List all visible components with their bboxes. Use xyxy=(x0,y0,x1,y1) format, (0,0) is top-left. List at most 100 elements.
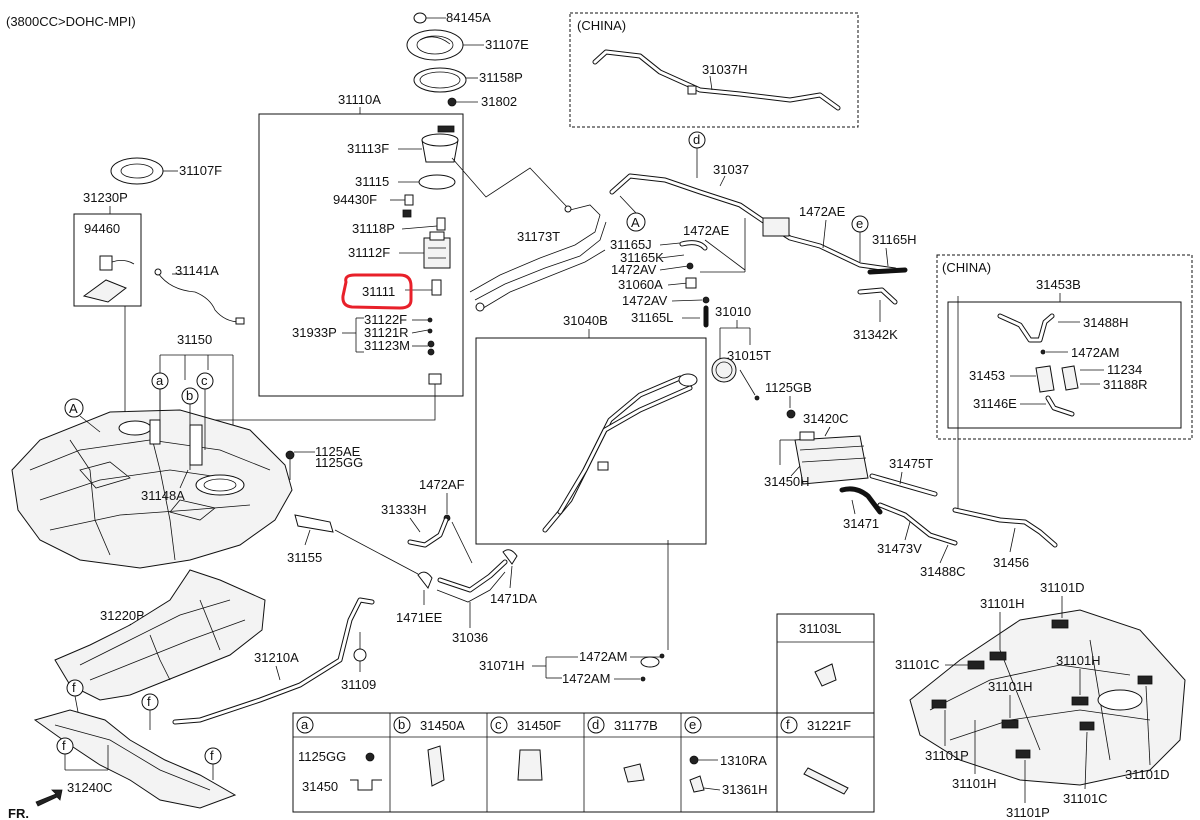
label-1472AE-b: 1472AE xyxy=(799,204,846,219)
callout-f-1-text: f xyxy=(72,680,76,695)
label-1472AM-b: 1472AM xyxy=(579,649,627,664)
label-1471DA: 1471DA xyxy=(490,591,537,606)
label-94430F: 94430F xyxy=(333,192,377,207)
vent-hose-group: 31071H 1472AM 1472AM xyxy=(479,649,665,686)
legend-a-sub1: 1125GG xyxy=(298,749,346,764)
label-31101C-a: 31101C xyxy=(895,657,940,672)
hose-31036 xyxy=(437,559,508,593)
harness-31141A xyxy=(157,272,241,323)
label-31210A: 31210A xyxy=(254,650,299,665)
pump-module-group: 31110A 31113F 31115 94430F 31118P 31112F xyxy=(208,92,569,421)
label-31101D-b: 31101D xyxy=(1125,767,1170,782)
protector-31240C xyxy=(33,709,237,809)
label-31333H: 31333H xyxy=(381,502,427,517)
bracket-31450 xyxy=(350,779,382,791)
cover-31107E xyxy=(406,29,464,61)
label-31111: 31111 xyxy=(362,284,395,299)
label-31146E: 31146E xyxy=(973,396,1017,411)
callout-A-tank xyxy=(64,398,84,418)
label-11234: 11234 xyxy=(1107,362,1142,377)
label-31488H: 31488H xyxy=(1083,315,1129,330)
label-31165H: 31165H xyxy=(872,232,917,247)
label-1125AE: 1125AE xyxy=(315,444,361,459)
china-right-inner-box xyxy=(947,301,1182,429)
label-84145A: 84145A xyxy=(446,10,491,25)
label-31110A: 31110A xyxy=(338,92,381,107)
label-31101H-d: 31101H xyxy=(952,776,997,791)
callout-f-3-text: f xyxy=(62,738,66,753)
bolt-31109 xyxy=(353,648,367,662)
tube-31456 xyxy=(952,507,1058,548)
label-31037H: 31037H xyxy=(702,62,748,77)
callout-f-2-text: f xyxy=(147,694,151,709)
callout-e-line-text: e xyxy=(856,216,863,231)
label-31933P: 31933P xyxy=(292,325,337,340)
filler-group: 31040B 31010 31015T 1125GB xyxy=(475,304,812,650)
label-31188R: 31188R xyxy=(1103,377,1148,392)
callout-c-tank-text: c xyxy=(201,373,208,388)
label-31112F: 31112F xyxy=(348,245,390,260)
label-31456: 31456 xyxy=(993,555,1029,570)
front-arrow-icon xyxy=(35,789,63,807)
china-right-group: (CHINA) 31453B 31488H 1472AM 31453 11234… xyxy=(936,254,1193,440)
label-1472AM-c: 1472AM xyxy=(562,671,610,686)
label-1125GB: 1125GB xyxy=(765,380,812,395)
top-cap-group: 84145A 31107E 31158P 31802 xyxy=(406,10,529,109)
label-31101H-a: 31101H xyxy=(980,596,1025,611)
label-1471EE: 1471EE xyxy=(396,610,443,625)
label-31471: 31471 xyxy=(843,516,879,531)
label-31037: 31037 xyxy=(713,162,749,177)
sender-group: 31107F 31230P 94460 31141A xyxy=(73,157,245,416)
bracket-31450F xyxy=(517,749,543,781)
label-31015T: 31015T xyxy=(727,348,771,363)
tube-31173T xyxy=(469,204,601,293)
label-31010: 31010 xyxy=(715,304,751,319)
legend-c-callout: c xyxy=(495,717,502,732)
legend-c-part: 31450F xyxy=(517,718,561,733)
filler-box xyxy=(475,337,707,545)
clamp-1471EE xyxy=(417,571,433,590)
legend-f-part: 31221F xyxy=(807,718,851,733)
hose-31155 xyxy=(294,514,334,533)
label-31122F: 31122F xyxy=(364,312,407,327)
label-31165L: 31165L xyxy=(631,310,673,325)
label-31473V: 31473V xyxy=(877,541,922,556)
plate-31107F xyxy=(110,157,164,185)
clip-31103L xyxy=(814,663,837,687)
fuel-tank-group: 31150 A a b c 31148A xyxy=(11,332,419,575)
bracket-31450A xyxy=(427,745,445,787)
shield-31220B xyxy=(54,569,266,701)
label-31150: 31150 xyxy=(177,332,212,347)
label-31118P: 31118P xyxy=(352,221,395,236)
oring-31115 xyxy=(418,174,456,190)
front-label: FR. xyxy=(8,806,29,820)
label-31101H-b: 31101H xyxy=(1056,653,1101,668)
china-right-box xyxy=(936,254,1193,440)
front-indicator: FR. xyxy=(8,789,63,820)
label-1472AE-a: 1472AE xyxy=(683,223,730,238)
label-31173T: 31173T xyxy=(517,229,560,244)
label-31450H: 31450H xyxy=(764,474,810,489)
bolt-1125AE xyxy=(285,450,295,460)
callout-A-line-text: A xyxy=(631,215,640,230)
label-31121R: 31121R xyxy=(364,325,409,340)
label-31071H: 31071H xyxy=(479,658,525,673)
tube-31173T-group: 31173T xyxy=(469,204,607,312)
clip-31177B xyxy=(623,763,645,783)
label-31155: 31155 xyxy=(287,550,322,565)
legend-table: 31103L a b 31450A c 31450F d 31177B e f … xyxy=(292,613,875,813)
label-31060A: 31060A xyxy=(618,277,663,292)
vapor-line-group: d 31037 A 1472AE 31165J 31165K 1472AV 31… xyxy=(609,131,917,342)
label-1472AV-a: 1472AV xyxy=(611,262,657,277)
tube-31037H xyxy=(592,49,841,111)
label-31240C: 31240C xyxy=(67,780,113,795)
label-31113F: 31113F xyxy=(347,141,389,156)
label-31107F: 31107F xyxy=(179,163,222,178)
china-top-label: (CHINA) xyxy=(577,18,626,33)
label-31101P-a: 31101P xyxy=(925,748,969,763)
door-31010 xyxy=(711,357,737,383)
label-31109: 31109 xyxy=(341,677,376,692)
valve-31453 xyxy=(1035,365,1055,393)
